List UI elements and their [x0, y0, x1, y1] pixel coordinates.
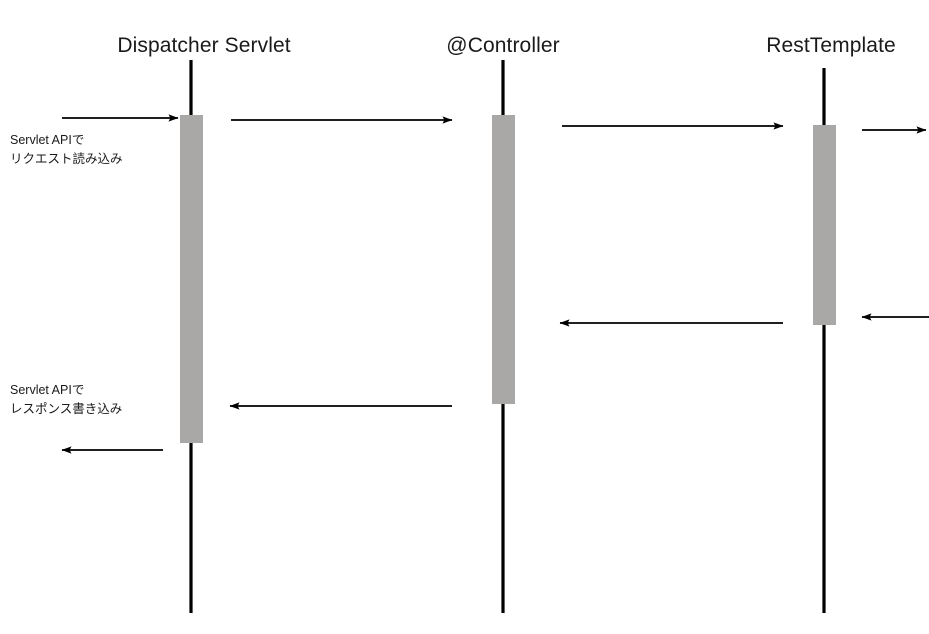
activation-bar-controller	[492, 115, 515, 404]
note-line: リクエスト読み込み	[10, 152, 123, 167]
activation-bar-dispatcher-servlet	[180, 115, 203, 443]
actor-label-controller: @Controller	[446, 34, 560, 57]
messages-group	[61, 114, 929, 454]
actor-label-rest-template: RestTemplate	[766, 34, 896, 57]
activation-bar-rest-template	[813, 125, 836, 325]
note-line: Servlet APIで	[10, 133, 85, 147]
note-line: レスポンス書き込み	[10, 402, 123, 417]
note-request-note: Servlet APIでリクエスト読み込み	[10, 131, 123, 170]
activation-bars-group	[180, 115, 836, 443]
note-response-note: Servlet APIでレスポンス書き込み	[10, 381, 122, 420]
note-line: Servlet APIで	[10, 383, 85, 397]
actor-label-dispatcher-servlet: Dispatcher Servlet	[117, 34, 291, 57]
